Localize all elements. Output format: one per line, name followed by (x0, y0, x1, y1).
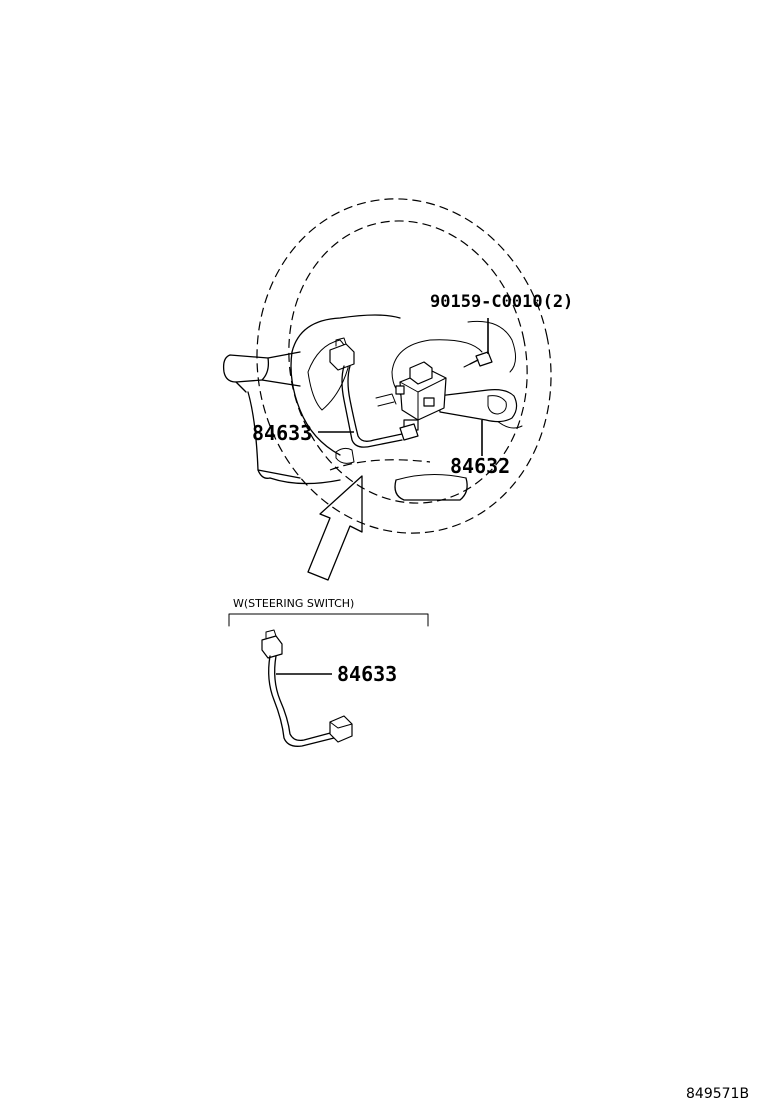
bolt-screw (463, 351, 493, 368)
view-direction-arrow (307, 475, 363, 581)
steering-wheel-outline (256, 198, 552, 534)
callout-harness-detail: 84633 (337, 662, 397, 686)
callout-bolt: 90159-C0010(2) (430, 292, 573, 312)
steering-pad (290, 314, 523, 501)
callout-switch: 84632 (450, 454, 510, 478)
detail-view-box (228, 613, 429, 627)
diagram-reference-code: 849571B (686, 1086, 749, 1102)
callout-harness-main: 84633 (252, 421, 312, 445)
steering-switch-assembly (395, 361, 518, 431)
steering-column (222, 351, 341, 485)
wire-harness-installed (329, 337, 419, 448)
detail-view-caption: W(STEERING SWITCH) (233, 597, 354, 610)
wire-harness-detail (261, 629, 353, 747)
